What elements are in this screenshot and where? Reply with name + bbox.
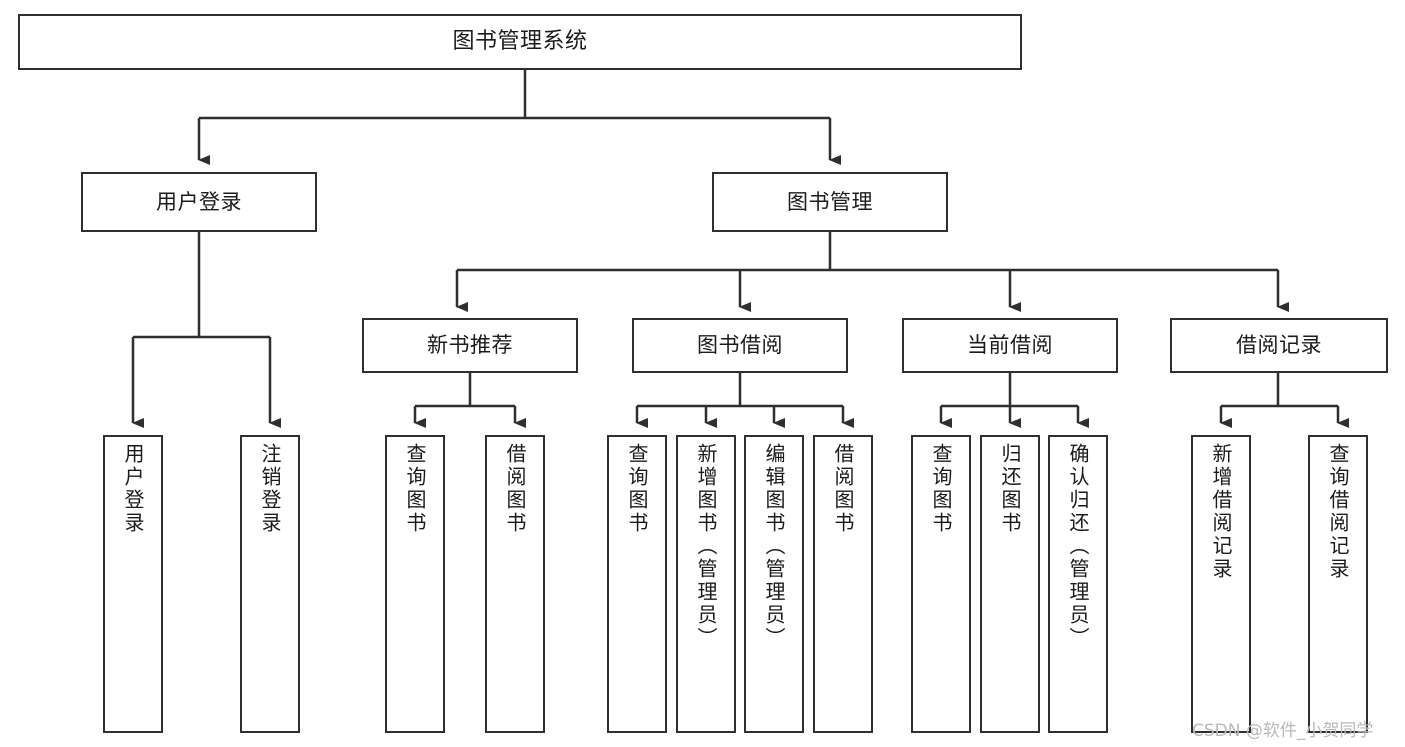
leaf-borrow-add-book-admin[interactable]: 新增图书（管理员） (676, 435, 736, 733)
leaf-user-login[interactable]: 用户登录 (103, 435, 163, 733)
leaf-borrow-borrow-book[interactable]: 借阅图书 (813, 435, 873, 733)
leaf-record-query-borrow-record[interactable]: 查询借阅记录 (1308, 435, 1368, 733)
node-label: 图书管理 (787, 189, 873, 214)
node-label: 查询图书 (625, 443, 649, 535)
node-label: 用户登录 (156, 189, 242, 214)
node-label: 编辑图书（管理员） (762, 443, 786, 650)
leaf-current-return-book[interactable]: 归还图书 (980, 435, 1040, 733)
node-label: 归还图书 (998, 443, 1022, 535)
node-label: 图书管理系统 (452, 29, 588, 55)
node-current-borrow[interactable]: 当前借阅 (902, 318, 1118, 373)
node-label: 当前借阅 (967, 333, 1053, 358)
node-label: 借阅记录 (1236, 333, 1322, 358)
node-label: 图书借阅 (697, 333, 783, 358)
leaf-borrow-query-book[interactable]: 查询图书 (607, 435, 667, 733)
leaf-current-confirm-return-admin[interactable]: 确认归还（管理员） (1048, 435, 1108, 733)
leaf-record-add-borrow-record[interactable]: 新增借阅记录 (1191, 435, 1251, 733)
leaf-logout[interactable]: 注销登录 (240, 435, 300, 733)
leaf-new-book-query-book[interactable]: 查询图书 (385, 435, 445, 733)
leaf-borrow-edit-book-admin[interactable]: 编辑图书（管理员） (744, 435, 804, 733)
node-label: 用户登录 (121, 443, 145, 535)
node-borrow-record[interactable]: 借阅记录 (1170, 318, 1388, 373)
node-label: 确认归还（管理员） (1066, 443, 1090, 650)
node-label: 新增借阅记录 (1209, 443, 1233, 581)
leaf-current-query-book[interactable]: 查询图书 (911, 435, 971, 733)
node-label: 借阅图书 (503, 443, 527, 535)
node-label: 新增图书（管理员） (694, 443, 718, 650)
node-label: 注销登录 (258, 443, 282, 535)
csdn-watermark: CSDN @软件_小贺同学 (1192, 721, 1374, 741)
node-new-book-recommend[interactable]: 新书推荐 (362, 318, 578, 373)
node-book-management[interactable]: 图书管理 (712, 172, 948, 232)
node-label: 查询图书 (403, 443, 427, 535)
node-label: 查询图书 (929, 443, 953, 535)
leaf-new-book-borrow-book[interactable]: 借阅图书 (485, 435, 545, 733)
node-label: 新书推荐 (427, 333, 513, 358)
node-label: 查询借阅记录 (1326, 443, 1350, 581)
node-root-book-management-system[interactable]: 图书管理系统 (18, 14, 1022, 70)
node-label: 借阅图书 (831, 443, 855, 535)
node-book-borrow[interactable]: 图书借阅 (632, 318, 848, 373)
node-user-login[interactable]: 用户登录 (81, 172, 317, 232)
